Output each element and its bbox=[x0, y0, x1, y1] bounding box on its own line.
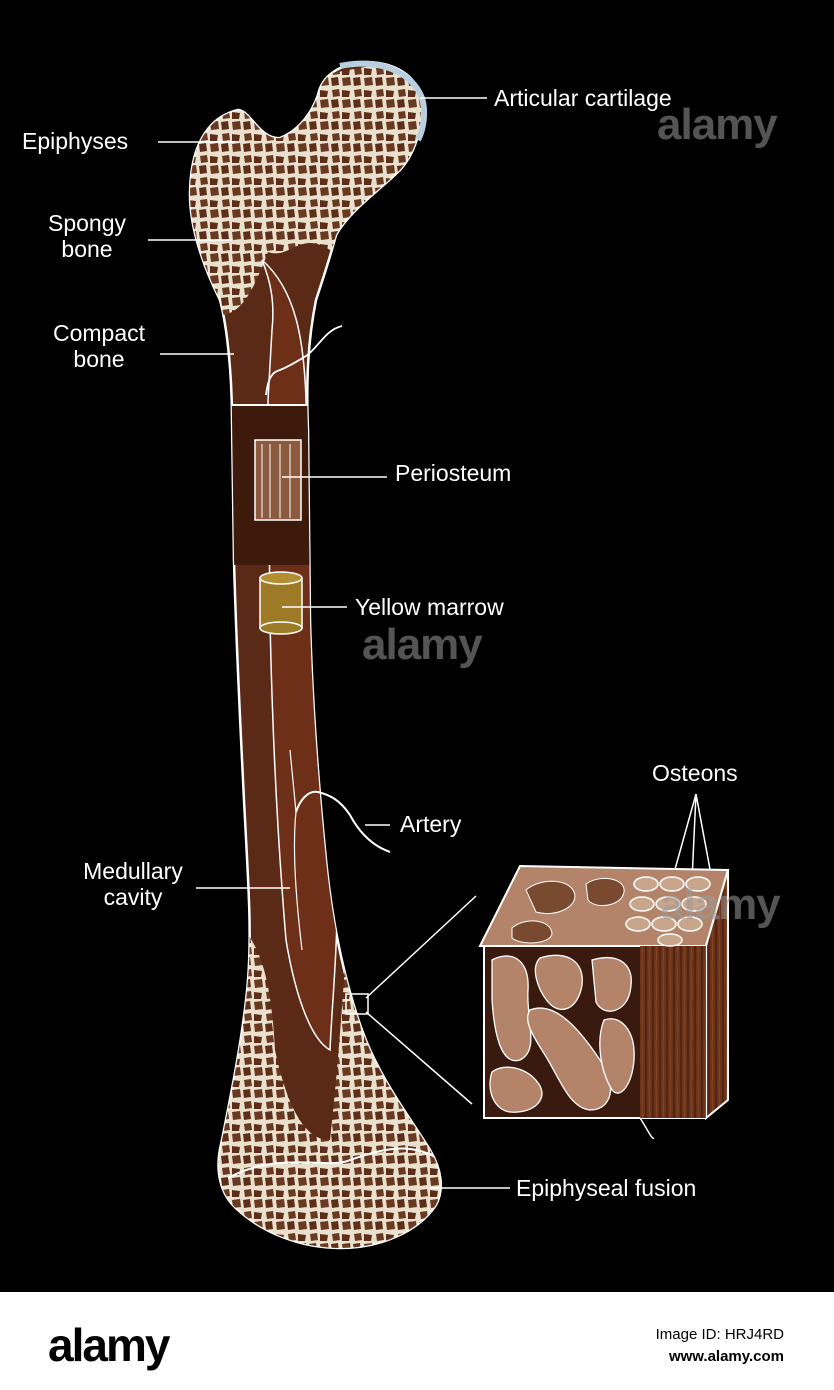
label-spongy-bone-line2: bone bbox=[61, 236, 113, 262]
label-compact-bone-line1: Compact bbox=[52, 320, 146, 346]
watermark-footer: alamy Image ID: HRJ4RD www.alamy.com bbox=[0, 1292, 834, 1390]
label-periosteum: Periosteum bbox=[395, 460, 512, 486]
footer-logo: alamy bbox=[48, 1319, 170, 1371]
watermark-logo: alamy bbox=[362, 620, 483, 669]
label-compact-bone: Compact bone bbox=[40, 320, 158, 372]
label-spongy-bone: Spongy bone bbox=[38, 210, 136, 262]
label-osteons: Osteons bbox=[652, 760, 738, 786]
label-articular-cartilage: Articular cartilage bbox=[494, 85, 672, 111]
label-epiphyseal-fusion: Epiphyseal fusion bbox=[516, 1175, 697, 1201]
label-spongy-bone-line1: Spongy bbox=[47, 210, 126, 236]
footer-url: www.alamy.com bbox=[668, 1348, 784, 1365]
label-compact-bone-line2: bone bbox=[73, 346, 125, 372]
image-id: Image ID: HRJ4RD bbox=[655, 1326, 784, 1343]
label-artery: Artery bbox=[400, 811, 462, 837]
label-yellow-marrow: Yellow marrow bbox=[355, 594, 504, 620]
watermark-logo: alamy bbox=[660, 880, 781, 929]
label-medullary-cavity-line2: cavity bbox=[103, 884, 163, 910]
bone-block-closeup bbox=[478, 864, 730, 1139]
femur bbox=[188, 60, 443, 1250]
label-epiphyses: Epiphyses bbox=[22, 128, 129, 154]
label-medullary-cavity-line1: Medullary bbox=[83, 858, 183, 884]
leader-lines bbox=[148, 97, 713, 1189]
label-medullary-cavity: Medullary cavity bbox=[70, 858, 196, 910]
watermark-logo: alamy bbox=[657, 100, 778, 149]
